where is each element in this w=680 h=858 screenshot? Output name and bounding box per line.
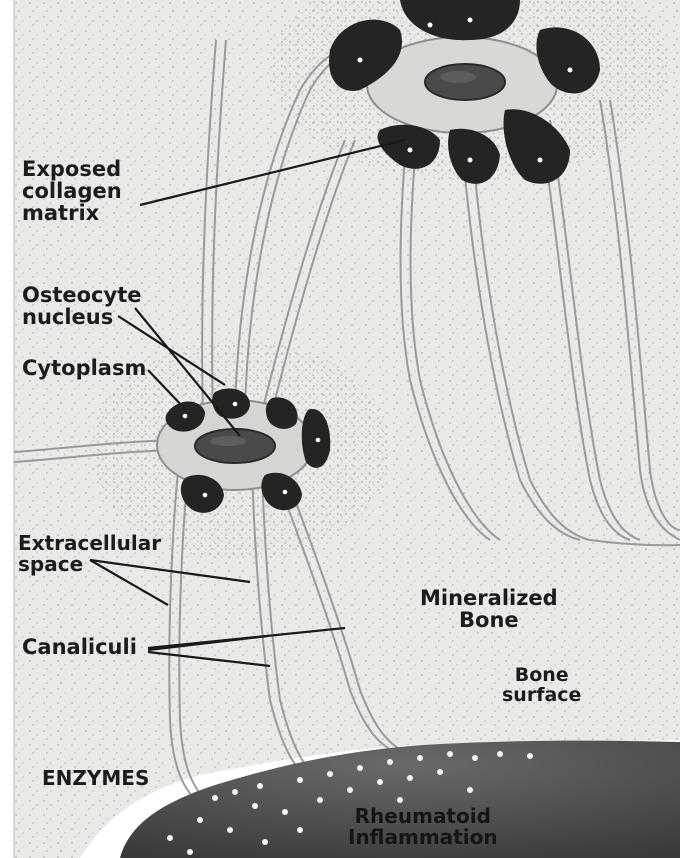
label-enzymes: ENZYMES <box>42 768 149 789</box>
label-osteocyte-nucleus: Osteocyte nucleus <box>22 284 141 328</box>
label-canaliculi: Canaliculi <box>22 636 137 658</box>
label-extracellular-space: Extracellular space <box>18 533 161 575</box>
label-rheumatoid-inflammation: Rheumatoid Inflammation <box>348 806 498 848</box>
label-mineralized-bone: Mineralized Bone <box>420 587 558 631</box>
label-bone-surface: Bone surface <box>502 666 581 706</box>
label-cytoplasm: Cytoplasm <box>22 357 146 379</box>
label-exposed-collagen-matrix: Exposed collagen matrix <box>22 158 122 224</box>
